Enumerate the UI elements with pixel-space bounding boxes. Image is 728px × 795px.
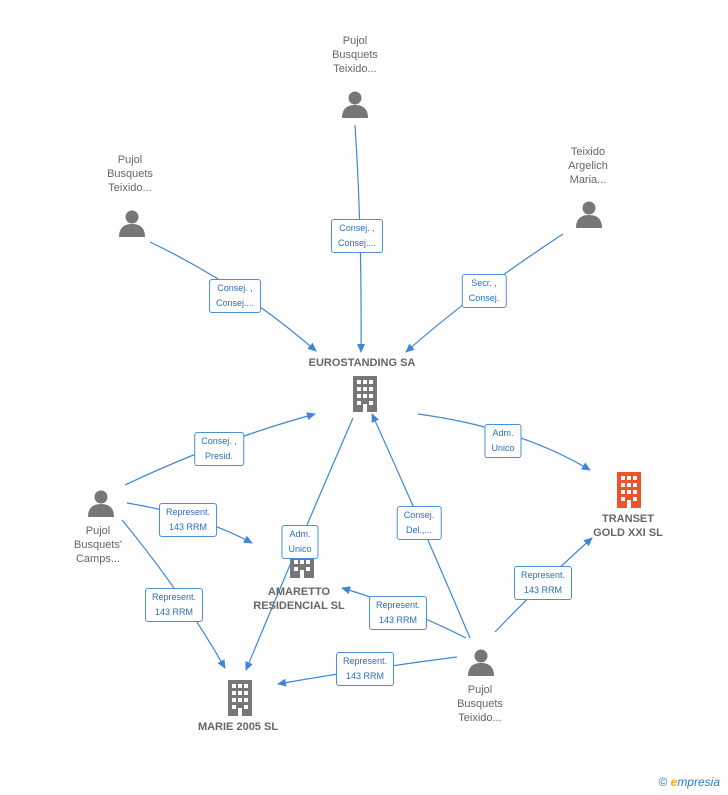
edge-label-e7[interactable]: Adm. Unico [281,525,319,559]
name-line: Pujol [117,154,143,166]
person-icon[interactable] [119,210,145,238]
name-line: Teixido [570,146,606,158]
company-name-line: AMARETTO [267,586,331,598]
person-icon[interactable] [88,490,114,518]
edge-text: Consej. , [217,283,253,293]
building-icon-highlight[interactable] [617,472,641,508]
edge-text: Unico [491,443,515,453]
name-line: Pujol [342,35,368,47]
edge-text: Consej. [468,293,500,303]
edge-label-e4[interactable]: Adm. Unico [484,424,522,458]
person-label-right[interactable]: Teixido Argelich Maria... [568,145,608,187]
company-label-transet[interactable]: TRANSET GOLD XXI SL [593,512,663,540]
company-label-amaretto[interactable]: AMARETTO RESIDENCIAL SL [253,585,344,613]
company-name-line: RESIDENCIAL SL [253,600,345,612]
company-name: MARIE 2005 SL [197,721,279,733]
name-line: Argelich [568,160,608,172]
edge-text: 143 RRM [345,671,384,681]
brand-footer: © empresia [658,775,720,789]
edge-text: 143 RRM [154,607,193,617]
edge-text: Adm. [289,529,311,539]
name-line: Pujol [467,684,493,696]
name-line: Teixido... [333,63,377,75]
edge-text: Secr. , [471,278,497,288]
person-icon[interactable] [342,91,368,119]
edge-text: Consej. , [201,436,237,446]
edge-text: 143 RRM [523,585,562,595]
edge-label-e10[interactable]: Represent. 143 RRM [513,566,573,600]
edge-text: Represent. [165,507,211,517]
name-line: Busquets [332,49,378,61]
name-line: Camps... [75,553,120,565]
person-icon[interactable] [576,201,602,229]
edge-text: 143 RRM [378,615,417,625]
person-icon[interactable] [468,649,494,677]
company-name-line: GOLD XXI SL [593,527,663,539]
edge-text: Consej.... [337,238,377,248]
edge-text: Consej. , [339,223,375,233]
edge-label-e8[interactable]: Consej. Del.,... [396,506,442,540]
edge-text: Represent. [342,656,388,666]
building-icon[interactable] [228,680,252,716]
name-line: Teixido... [108,182,152,194]
company-label-marie[interactable]: MARIE 2005 SL [198,720,278,734]
person-label-left[interactable]: Pujol Busquets Teixido... [107,153,153,195]
edge-label-e5[interactable]: Consej. , Presid. [194,432,244,466]
edge-text: Consej.... [215,298,255,308]
edge-text: Del.,... [405,525,433,535]
edge-text: Unico [288,544,312,554]
name-line: Busquets' [74,539,122,551]
edge-label-e1[interactable]: Consej. , Consej.... [330,219,384,253]
building-icon[interactable] [353,376,377,412]
name-line: Busquets [107,168,153,180]
name-line: Maria... [569,174,607,186]
edge-text: Presid. [204,451,233,461]
edge-text: Represent. [151,592,197,602]
company-name-line: TRANSET [602,513,654,525]
person-label-top[interactable]: Pujol Busquets Teixido... [332,34,378,76]
edge-text: Represent. [375,600,421,610]
person-label-mid[interactable]: Pujol Busquets' Camps... [74,524,122,566]
edge-text: Consej. [403,510,435,520]
copyright-symbol: © [658,775,668,789]
edge-label-e11[interactable]: Represent. 143 RRM [335,652,395,686]
name-line: Pujol [85,525,111,537]
company-label-eurostanding[interactable]: EUROSTANDING SA [309,356,416,370]
edge-label-e6[interactable]: Represent. 143 RRM [158,503,218,537]
edge-label-e3[interactable]: Secr. , Consej. [461,274,507,308]
edge-text: 143 RRM [168,522,207,532]
edge-label-e9[interactable]: Represent. 143 RRM [368,596,428,630]
edge-label-e2[interactable]: Consej. , Consej.... [208,279,262,313]
name-line: Busquets [457,698,503,710]
edge-label-e12[interactable]: Represent. 143 RRM [144,588,204,622]
edge-text: Represent. [520,570,566,580]
brand-logo-letter: e [670,775,678,789]
edge-text: Adm. [492,428,514,438]
company-name: EUROSTANDING SA [308,357,416,369]
name-line: Teixido... [458,712,502,724]
brand-logo-text: mpresia [677,775,720,789]
person-label-bottom[interactable]: Pujol Busquets Teixido... [457,683,503,725]
